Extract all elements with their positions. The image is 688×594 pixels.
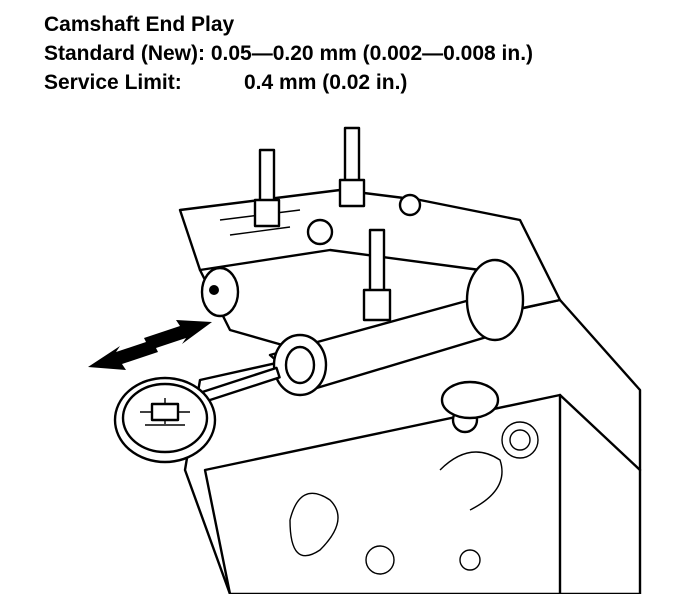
- standard-row: Standard (New): 0.05—0.20 mm (0.002—0.00…: [44, 39, 533, 68]
- standard-label: Standard (New):: [44, 42, 206, 65]
- head-studs: [253, 126, 479, 434]
- service-limit-label: Service Limit:: [44, 71, 182, 94]
- standard-value: 0.05—0.20 mm (0.002—0.008 in.): [210, 42, 534, 65]
- spec-title: Camshaft End Play: [44, 13, 235, 36]
- dial-indicator: [113, 366, 281, 464]
- service-limit-value: 0.4 mm (0.02 in.): [244, 71, 408, 94]
- double-arrow-icon: [88, 320, 212, 370]
- service-limit-row: Service Limit: 0.4 mm (0.02 in.): [44, 68, 533, 97]
- camshaft: [200, 258, 525, 420]
- spec-block: Camshaft End Play Standard (New): 0.05—0…: [44, 10, 533, 97]
